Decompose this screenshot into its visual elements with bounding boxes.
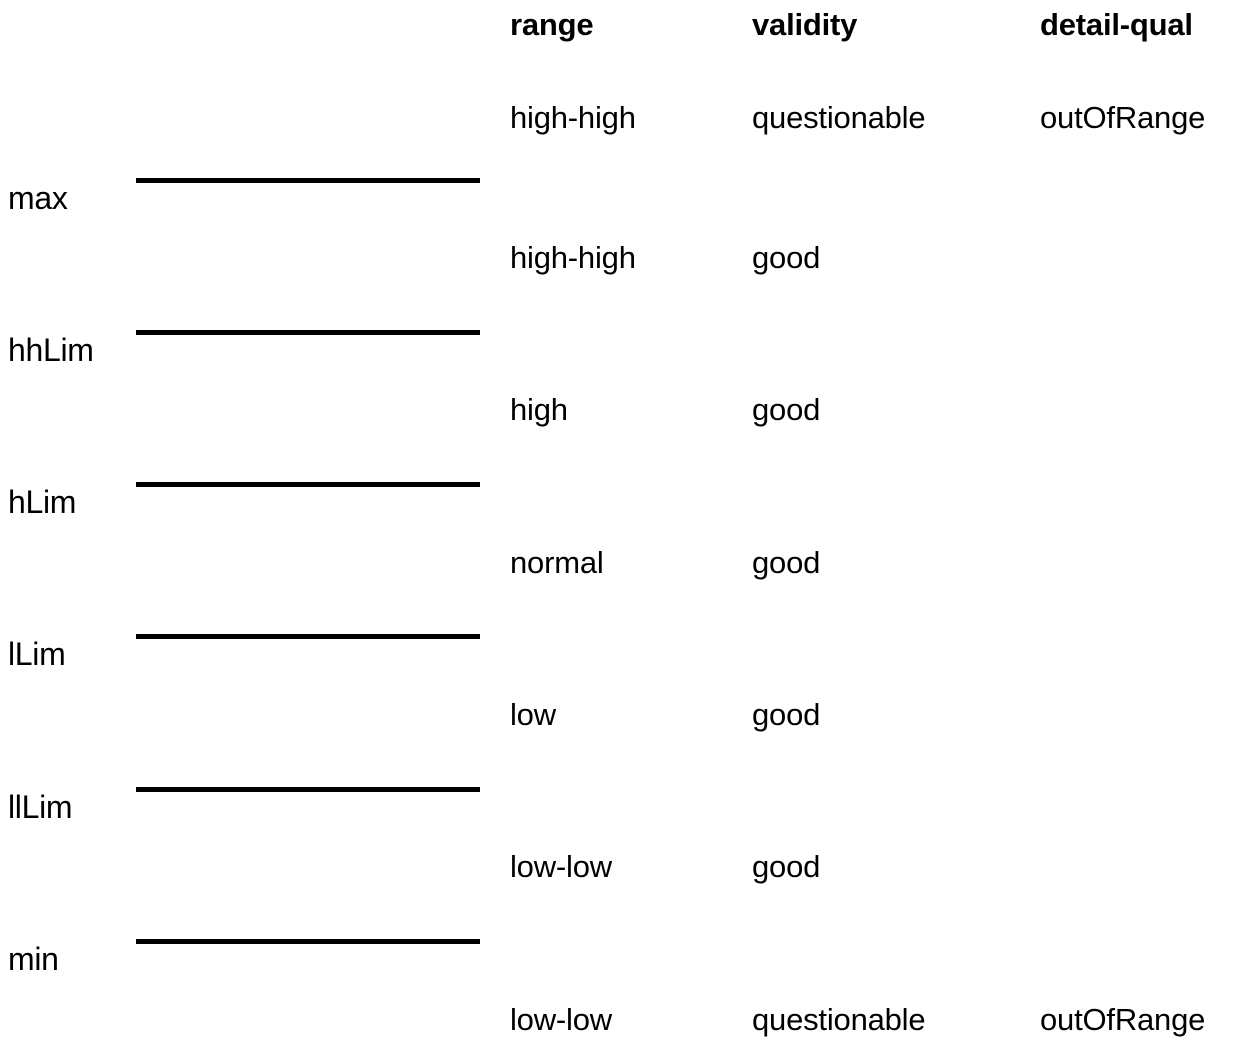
column-header-validity: validity xyxy=(752,7,858,42)
limit-label-min: min xyxy=(8,941,59,977)
limit-line-lllim xyxy=(136,787,480,792)
band-range-0: high-high xyxy=(510,100,636,135)
band-validity-2: good xyxy=(752,392,821,427)
band-range-2: high xyxy=(510,392,568,427)
band-detail-qual-0: outOfRange xyxy=(1040,100,1206,135)
band-validity-4: good xyxy=(752,697,821,732)
band-validity-0: questionable xyxy=(752,100,926,135)
limit-line-min xyxy=(136,939,480,944)
band-validity-6: questionable xyxy=(752,1002,926,1037)
band-validity-3: good xyxy=(752,545,821,580)
limit-label-max: max xyxy=(8,180,68,216)
band-range-4: low xyxy=(510,697,556,732)
limit-line-hlim xyxy=(136,482,480,487)
band-range-3: normal xyxy=(510,545,604,580)
limit-line-hhlim xyxy=(136,330,480,335)
limit-label-llim: lLim xyxy=(8,636,66,672)
band-range-1: high-high xyxy=(510,240,636,275)
band-range-6: low-low xyxy=(510,1002,612,1037)
column-header-detail-qual: detail-qual xyxy=(1040,7,1193,42)
limit-label-hhlim: hhLim xyxy=(8,332,94,368)
limit-line-llim xyxy=(136,634,480,639)
limit-label-lllim: llLim xyxy=(8,789,73,825)
band-validity-5: good xyxy=(752,849,821,884)
limit-label-hlim: hLim xyxy=(8,484,77,520)
band-range-5: low-low xyxy=(510,849,612,884)
limit-line-max xyxy=(136,178,480,183)
band-detail-qual-6: outOfRange xyxy=(1040,1002,1206,1037)
column-header-range: range xyxy=(510,7,594,42)
band-validity-1: good xyxy=(752,240,821,275)
